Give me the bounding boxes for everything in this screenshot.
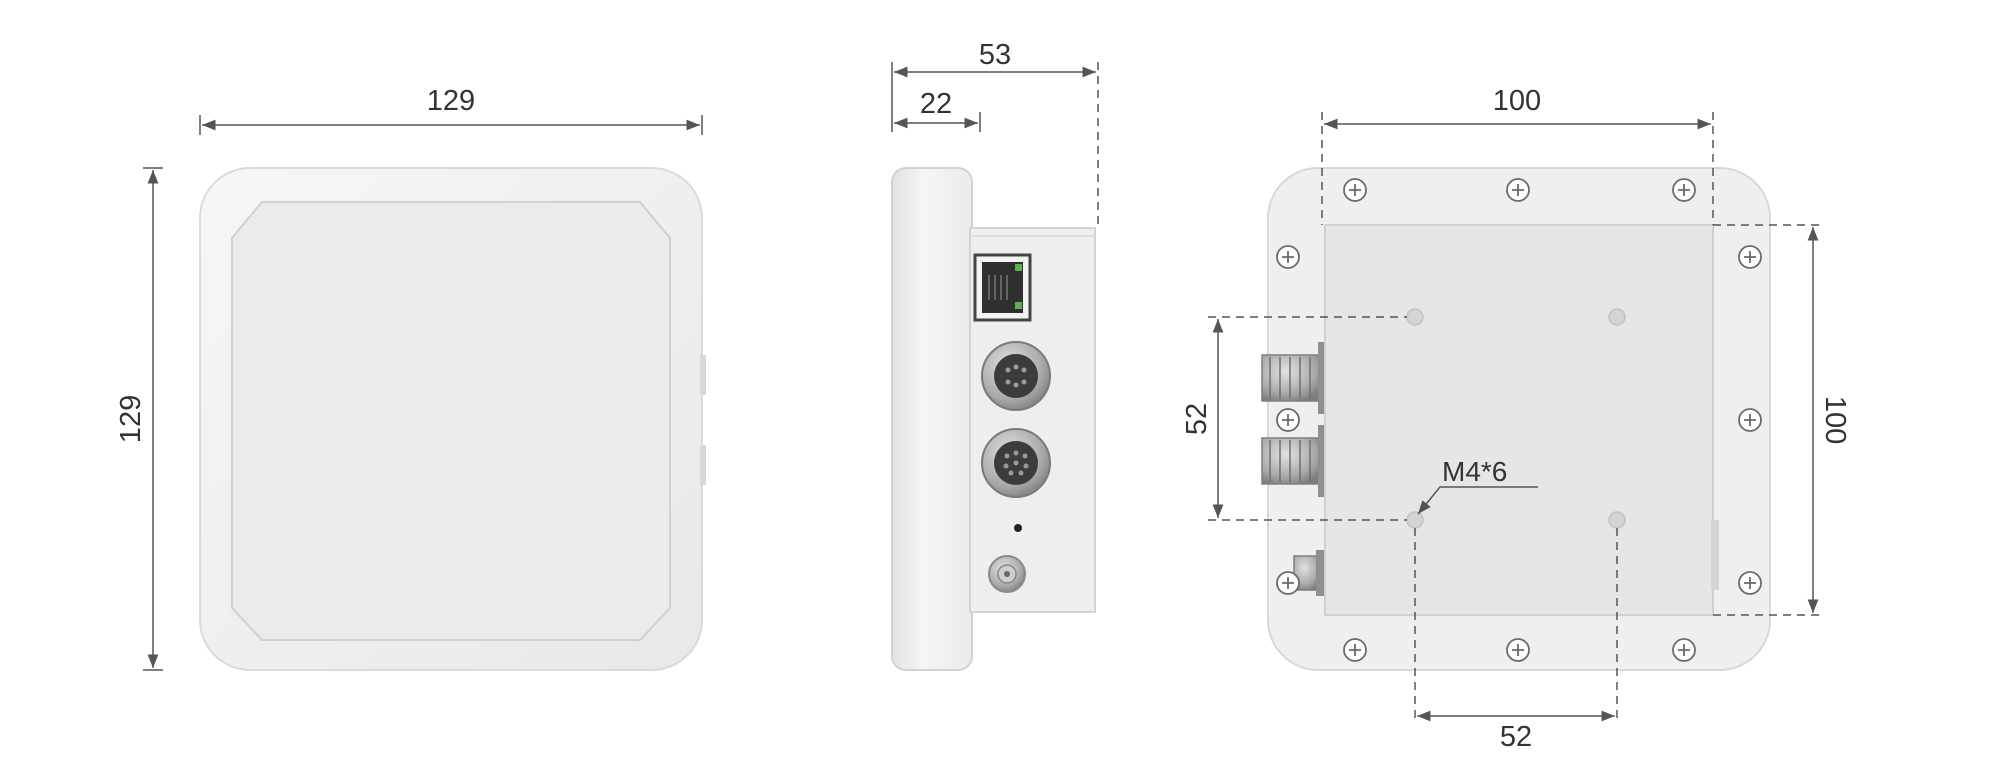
screw-icon — [1276, 571, 1300, 595]
plate-edge-shadow — [1711, 520, 1719, 590]
screw-icon — [1738, 245, 1762, 269]
indicator-hole-icon — [1014, 524, 1022, 532]
mount-hole-bottom-right-icon — [1608, 511, 1626, 529]
screw-icon — [1276, 245, 1300, 269]
screw-icon — [1738, 571, 1762, 595]
back-view: 100 100 52 52 M4*6 — [1181, 85, 1851, 753]
screw-icon — [1506, 178, 1530, 202]
front-view: 129 129 — [115, 85, 706, 671]
hole-horizontal-label: 52 — [1500, 721, 1532, 753]
front-radome-panel — [231, 201, 671, 641]
hole-note-leader — [1417, 486, 1538, 515]
front-height-label: 129 — [115, 395, 147, 443]
plate-height-label: 100 — [1819, 396, 1851, 444]
side-view: 53 22 — [891, 39, 1099, 671]
ethernet-port — [973, 253, 1032, 322]
ethernet-led-bottom-icon — [1015, 302, 1022, 309]
rf-connector — [988, 555, 1026, 593]
screw-icon — [1506, 638, 1530, 662]
side-front-label: 22 — [920, 88, 952, 120]
ethernet-led-top-icon — [1015, 264, 1022, 271]
screw-icon — [1343, 178, 1367, 202]
screw-icon — [1276, 408, 1300, 432]
screw-icon — [1738, 408, 1762, 432]
screw-icon — [1343, 638, 1367, 662]
front-side-button-top — [700, 355, 706, 395]
aviation-connector-bottom — [981, 428, 1051, 498]
mount-hole-bottom-left-icon — [1406, 511, 1424, 529]
housing-screws — [1276, 178, 1762, 662]
hole-note-label: M4*6 — [1442, 456, 1507, 487]
side-front-cover — [891, 167, 973, 671]
plate-width-label: 100 — [1493, 85, 1541, 117]
screw-icon — [1672, 638, 1696, 662]
aviation-connector-top — [981, 341, 1051, 411]
back-rf-connector — [1293, 550, 1324, 596]
front-width-label: 129 — [427, 85, 475, 117]
side-overall-label: 53 — [979, 39, 1011, 71]
screw-icon — [1672, 178, 1696, 202]
mounting-plate — [1324, 224, 1714, 616]
mount-hole-top-left-icon — [1406, 308, 1424, 326]
mount-hole-top-right-icon — [1608, 308, 1626, 326]
hole-vertical-label: 52 — [1181, 403, 1213, 435]
front-side-button-bottom — [700, 445, 706, 485]
